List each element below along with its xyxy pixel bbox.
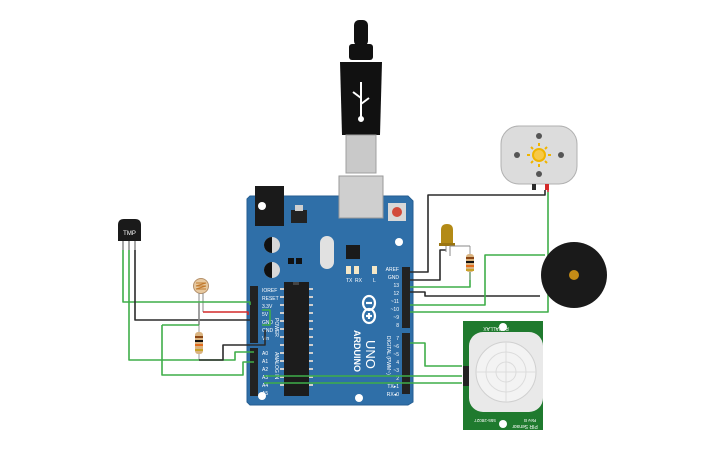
svg-text:GND: GND: [388, 275, 400, 281]
digital-section-label: DIGITAL (PWM~): [385, 336, 391, 375]
svg-text:~11: ~11: [391, 299, 399, 305]
usb-chip: [346, 245, 360, 259]
svg-text:7: 7: [396, 336, 399, 342]
svg-text:8: 8: [396, 323, 399, 329]
capacitor-right: [264, 262, 280, 278]
svg-text:4: 4: [396, 360, 399, 366]
mount-hole: [355, 394, 363, 402]
motor-shaft-icon: [527, 143, 551, 167]
wire-buzzer-sig: [410, 254, 545, 306]
tx-label: TX: [346, 278, 353, 284]
svg-text:5V: 5V: [262, 312, 269, 318]
usb-symbol-icon: [352, 82, 370, 122]
l-label: L: [373, 278, 376, 284]
svg-text:~9: ~9: [393, 315, 399, 321]
tx-rx-leds: [346, 266, 377, 274]
temperature-sensor-icon: [118, 219, 141, 241]
tmp-label: TMP: [123, 231, 136, 237]
arduino-model-label: UNO: [363, 340, 378, 369]
usb-b-connector: [338, 175, 384, 219]
resistor-left[interactable]: [195, 325, 203, 360]
pir-sensor[interactable]: PARALLAX PIR Sensor 555-28027 Rev B: [463, 321, 543, 430]
wire-ldr-a1: [161, 325, 254, 376]
svg-text:2: 2: [396, 376, 399, 382]
power-section-label: POWER: [273, 318, 279, 337]
svg-text:~5: ~5: [393, 352, 399, 358]
pir-revision: Rev B: [524, 418, 536, 423]
power-header: [250, 286, 258, 343]
arduino-logo-icon: [361, 294, 377, 325]
arduino-brand-label: ARDUINO: [352, 330, 362, 372]
svg-text:RESET: RESET: [262, 296, 279, 302]
digital-pin-labels: AREF GND 13 12 ~11 ~10 ~9 8 7 ~6 ~5 4 ~3…: [386, 267, 400, 398]
usb-cable-strain-relief: [354, 20, 368, 46]
svg-text:12: 12: [393, 291, 399, 297]
wire-ldr-5v: [203, 311, 249, 315]
svg-text:13: 13: [393, 283, 399, 289]
wire-tmp-a0: [128, 250, 254, 361]
pir-brand-label: PARALLAX: [483, 325, 509, 331]
usb-plug-metal: [345, 134, 377, 174]
svg-text:A0: A0: [262, 351, 268, 357]
svg-text:~10: ~10: [391, 307, 400, 313]
arduino-uno-board[interactable]: TX RX L ARDUINO UNO AREF GND 13 12 ~11 ~…: [246, 175, 414, 406]
wire-pir-vcc: [410, 342, 462, 367]
mount-hole: [395, 238, 403, 246]
svg-text:AREF: AREF: [386, 267, 399, 273]
analog-header: [250, 348, 258, 396]
wire-motor-gnd: [410, 190, 546, 273]
pir-part-number: 555-28027: [474, 418, 496, 423]
reset-button[interactable]: [392, 207, 402, 217]
mount-hole: [258, 202, 266, 210]
wire-motor-sig: [410, 192, 549, 313]
digital-header-top: [402, 267, 410, 328]
temperature-sensor[interactable]: TMP: [118, 219, 141, 250]
mount-hole: [258, 392, 266, 400]
svg-text:GND: GND: [262, 320, 274, 326]
piezo-buzzer[interactable]: [541, 242, 607, 308]
svg-text:TX▸1: TX▸1: [387, 384, 399, 390]
atmega-chip: [284, 282, 309, 396]
wire-buzzer-gnd: [410, 291, 540, 297]
svg-text:RX◂0: RX◂0: [387, 392, 399, 398]
svg-text:A1: A1: [262, 359, 268, 365]
svg-text:3.3V: 3.3V: [262, 304, 273, 310]
crystal-oscillator: [320, 236, 334, 269]
svg-text:~6: ~6: [393, 344, 399, 350]
wire-tmp-gnd: [134, 250, 250, 321]
svg-text:~3: ~3: [393, 368, 399, 374]
wire-res-gnd: [199, 330, 266, 361]
svg-text:GND: GND: [262, 328, 274, 334]
svg-text:A4: A4: [262, 383, 268, 389]
led-icon: [441, 224, 453, 244]
svg-text:A2: A2: [262, 367, 268, 373]
pir-header: [463, 366, 469, 386]
svg-text:A3: A3: [262, 375, 268, 381]
resistor-right[interactable]: [449, 245, 474, 280]
digital-header-bottom: [402, 333, 410, 394]
rx-label: RX: [355, 278, 363, 284]
wire-led-gnd: [410, 249, 446, 281]
dc-motor[interactable]: [500, 125, 578, 190]
pir-model-label: PIR Sensor: [512, 423, 538, 429]
capacitor-left: [264, 237, 280, 253]
wire-tmp-5v: [122, 250, 251, 305]
analog-section-label: ANALOG IN: [273, 352, 279, 380]
usb-cable-neck: [349, 44, 373, 60]
led[interactable]: [439, 224, 455, 256]
photoresistor[interactable]: [193, 278, 209, 313]
svg-text:IOREF: IOREF: [262, 288, 277, 294]
voltage-regulator: [291, 210, 307, 223]
